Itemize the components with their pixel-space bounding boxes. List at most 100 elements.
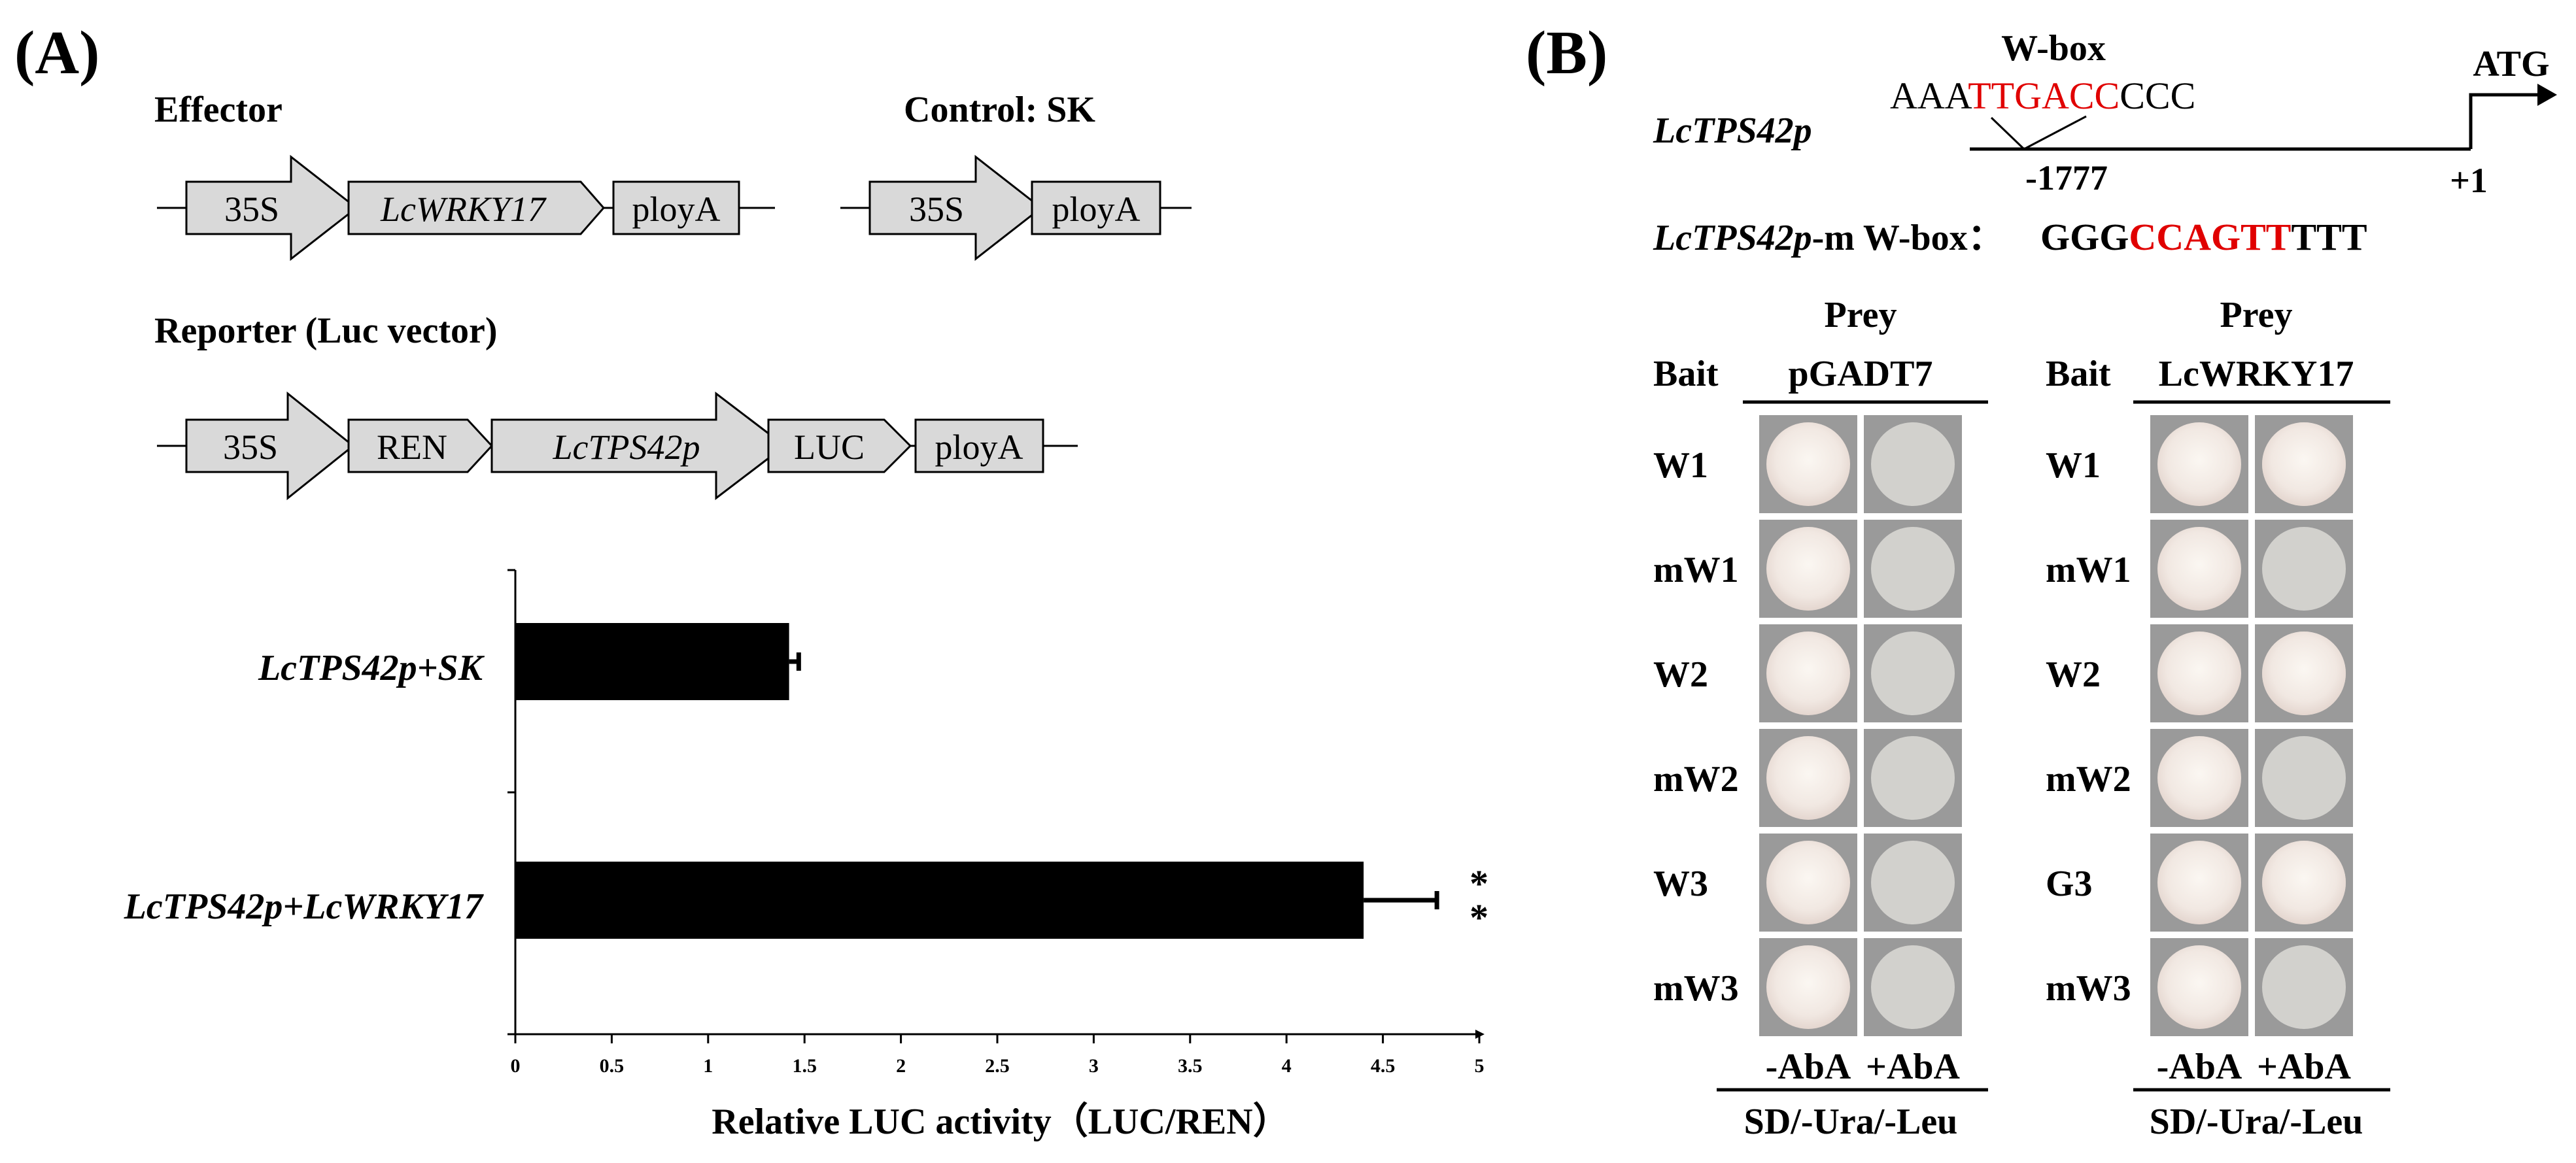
reporter-ren-arrow [347,418,494,473]
x-tick-label: 5 [1475,1055,1485,1077]
panel-b: (B) LcTPS42p W-box AAATTGACCCCC ATG -177… [1526,19,2557,1142]
colony-spot [1871,422,1955,506]
right-prey-name: LcWRKY17 [2159,354,2354,394]
reporter-luc-arrow [767,418,912,473]
x-tick-label: 2.5 [985,1055,1010,1077]
bar [515,862,1364,939]
left-prey-name: pGADT7 [1789,354,1933,394]
x-axis-arrowhead-icon [1475,1030,1485,1039]
panel-b-label: (B) [1526,19,1607,87]
reporter-ren-label: REN [377,428,447,467]
wbox-title: W-box [2001,28,2106,69]
x-tick-label: 3 [1089,1055,1099,1077]
colony-spot [1871,736,1955,820]
aba-column-label: -AbA [2157,1047,2242,1087]
wild-type-sequence: AAATTGACCCCC [1890,75,2195,117]
tss-arrowhead-icon [2537,84,2557,106]
reporter-35s-arrow [185,391,355,501]
chart-category-label-wrky17: LcTPS42p+LcWRKY17 [124,886,484,927]
x-tick-label: 0 [511,1055,521,1077]
colony-growth [1766,945,1850,1029]
reporter-title: Reporter (Luc vector) [154,311,498,351]
chart-xlabel: Relative LUC activity（LUC/REN） [712,1101,1289,1142]
x-tick-label: 2 [896,1055,906,1077]
control-35s-arrow [868,154,1043,261]
colony-spot [1871,632,1955,715]
colony-growth [2157,632,2241,715]
colony-spot [1871,527,1955,611]
x-tick-label: 4.5 [1371,1055,1396,1077]
atg-label: ATG [2473,44,2549,84]
tss-arrow-shaft [2469,93,2544,149]
colony-growth [2262,632,2346,715]
aba-column-label: -AbA [1766,1047,1851,1087]
colony-growth [1766,736,1850,820]
control-ploya-label: ployA [1052,190,1141,229]
reporter-35s-label: 35S [223,428,278,467]
x-tick-label: 1.5 [792,1055,817,1077]
promoter-name: LcTPS42p [1653,110,1812,151]
colony-growth [2157,841,2241,924]
left-assay: Prey Bait pGADT7 W1mW1W2mW2W3mW3-AbA+AbA… [1653,295,1988,1142]
left-prey-title: Prey [1825,295,1897,335]
aba-column-label: +AbA [1866,1047,1960,1087]
effector-title: Effector [154,90,283,130]
right-prey-title: Prey [2220,295,2293,335]
wbox-pointer [1990,115,2087,150]
control-ploya-box [1031,180,1161,235]
chart-category-label-sk: LcTPS42p+SK [258,648,485,688]
reporter-lctps42p-label: LcTPS42p [552,428,700,467]
colony-growth [2157,945,2241,1029]
bait-row-label: W1 [2046,445,2101,486]
bait-row-label: W2 [2046,654,2101,695]
colony-growth [1766,527,1850,611]
mutant-name: LcTPS42p-m W-box： [1653,218,2004,258]
colony-growth [1766,422,1850,506]
effector-35s-label: 35S [224,190,279,229]
x-tick-label: 4 [1282,1055,1292,1077]
tss-label: +1 [2450,161,2488,200]
bar [515,623,789,700]
effector-lcwrky17-arrow [347,180,605,235]
colony-spot [2262,736,2346,820]
bait-row-label: W1 [1653,445,1708,486]
reporter-ploya-box [914,418,1044,473]
effector-construct: 35S LcWRKY17 ployA [157,154,775,261]
effector-lcwrky17-label: LcWRKY17 [380,190,547,229]
x-tick-label: 1 [703,1055,713,1077]
effector-ploya-label: ployA [632,190,721,229]
right-bait-title: Bait [2046,354,2111,394]
colony-spot [1871,841,1955,924]
colony-spot [1871,945,1955,1029]
control-title: Control: SK [904,90,1095,130]
bait-row-label: mW2 [2046,759,2131,800]
bait-row-label: G3 [2046,864,2093,904]
effector-35s-arrow [185,154,358,261]
bait-row-label: mW1 [2046,550,2131,590]
x-tick-label: 3.5 [1178,1055,1203,1077]
bait-row-label: mW2 [1653,759,1739,800]
colony-growth [2157,736,2241,820]
colony-growth [2262,422,2346,506]
colony-growth [2262,841,2346,924]
x-tick-label: 0.5 [600,1055,625,1077]
reporter-lctps42p-arrow [490,391,787,501]
aba-column-label: +AbA [2257,1047,2351,1087]
control-construct: 35S ployA [840,154,1192,261]
colony-spot [2262,945,2346,1029]
significance-star: * [1469,896,1488,939]
bait-row-label: mW3 [2046,968,2131,1009]
bait-row-label: mW3 [1653,968,1739,1009]
colony-growth [1766,841,1850,924]
position-label: -1777 [2025,158,2108,197]
panel-a: (A) Effector 35S LcWRKY17 ployA Control:… [14,19,1488,1142]
colony-growth [1766,632,1850,715]
reporter-ploya-label: ployA [935,428,1023,467]
bait-row-label: mW1 [1653,550,1739,590]
panel-a-label: (A) [14,19,100,87]
control-35s-label: 35S [909,190,964,229]
promoter-diagram: LcTPS42p W-box AAATTGACCCCC ATG -1777 +1… [1653,28,2557,258]
